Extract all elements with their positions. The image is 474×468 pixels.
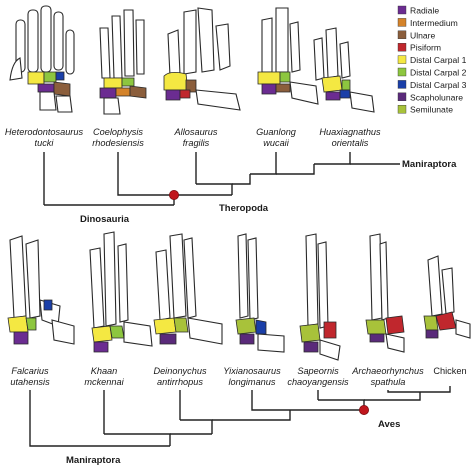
legend-label: Distal Carpal 2 <box>410 68 467 78</box>
legend-swatch <box>397 92 407 102</box>
legend-swatch <box>397 43 407 52</box>
label-heterodontosaurus-genus: Heterodontosaurus <box>5 127 84 137</box>
label-archaeorhynchus-species: spathula <box>371 377 406 387</box>
legend-label: Scapholunare <box>410 92 463 102</box>
label-guanlong-species: wucaii <box>263 138 289 148</box>
legend-swatch <box>397 30 407 39</box>
legend-label: Distal Carpal 3 <box>410 80 467 90</box>
label-guanlong-genus: Guanlong <box>256 127 297 137</box>
legend-swatch <box>397 55 407 64</box>
hand-coelophysis <box>99 9 147 115</box>
clade-theropoda-label: Theropoda <box>219 203 269 214</box>
hand-huaxiagnathus <box>313 27 375 113</box>
legend-label: Intermedium <box>410 18 458 28</box>
label-yixianosaurus-genus: Yixianosaurus <box>223 366 281 376</box>
theropoda-node <box>168 189 179 200</box>
hand-guanlong <box>257 7 319 105</box>
legend-label: Ulnare <box>410 30 436 40</box>
bottom-cladogram: Aves Maniraptora <box>29 386 451 466</box>
label-deinonychus-genus: Deinonychus <box>153 366 207 376</box>
top-cladogram: Dinosauria Theropoda Maniraptora <box>43 152 457 225</box>
label-khaan-species: mckennai <box>84 377 124 387</box>
hand-heterodontosaurus <box>9 5 75 113</box>
hand-falcarius <box>7 235 75 345</box>
legend-swatch <box>397 104 407 114</box>
legend-label: Distal Carpal 1 <box>410 55 467 65</box>
hand-deinonychus <box>153 233 223 345</box>
label-heterodontosaurus-species: tucki <box>35 138 55 148</box>
clade-maniraptora-bottom-label: Maniraptora <box>66 455 121 466</box>
hand-allosaurus <box>163 7 241 111</box>
legend-label: Pisiform <box>410 43 441 53</box>
hand-chicken <box>423 255 471 339</box>
clade-dinosauria-label: Dinosauria <box>80 214 130 225</box>
clade-maniraptora-top-label: Maniraptora <box>402 159 457 170</box>
label-falcarius-genus: Falcarius <box>11 366 49 376</box>
label-archaeorhynchus-genus: Archaeorhynchus <box>351 366 424 376</box>
legend-swatch <box>397 5 407 15</box>
label-sapeornis-species: chaoyangensis <box>287 377 349 387</box>
label-yixianosaurus-species: longimanus <box>229 377 276 387</box>
hand-sapeornis <box>299 233 341 361</box>
legend-label: Radiale <box>410 6 439 16</box>
legend-swatch <box>397 18 407 27</box>
label-coelophysis-genus: Coelophysis <box>93 127 143 137</box>
label-khaan-genus: Khaan <box>91 366 118 376</box>
hand-archaeorhynchus <box>365 233 405 353</box>
label-huaxiagnathus-species: orientalis <box>332 138 369 148</box>
hand-khaan <box>89 231 153 353</box>
label-falcarius-species: utahensis <box>10 377 50 387</box>
label-coelophysis-species: rhodesiensis <box>92 138 144 148</box>
legend-swatch <box>397 67 407 77</box>
clade-aves-label: Aves <box>378 419 400 430</box>
label-huaxiagnathus-genus: Huaxiagnathus <box>319 127 381 137</box>
hand-yixianosaurus <box>235 233 285 353</box>
label-allosaurus-genus: Allosaurus <box>174 127 218 137</box>
aves-node <box>358 404 369 415</box>
label-sapeornis-genus: Sapeornis <box>297 366 339 376</box>
label-deinonychus-species: antirrhopus <box>157 377 203 387</box>
legend-swatch <box>397 80 407 89</box>
top-row-labels: Heterodontosaurus tucki Coelophysis rhod… <box>5 127 381 148</box>
bottom-row-labels: Falcarius utahensis Khaan mckennai Deino… <box>10 366 466 387</box>
label-allosaurus-species: fragilis <box>183 138 210 148</box>
label-chicken: Chicken <box>433 366 466 376</box>
legend-label: Semilunate <box>410 105 453 115</box>
